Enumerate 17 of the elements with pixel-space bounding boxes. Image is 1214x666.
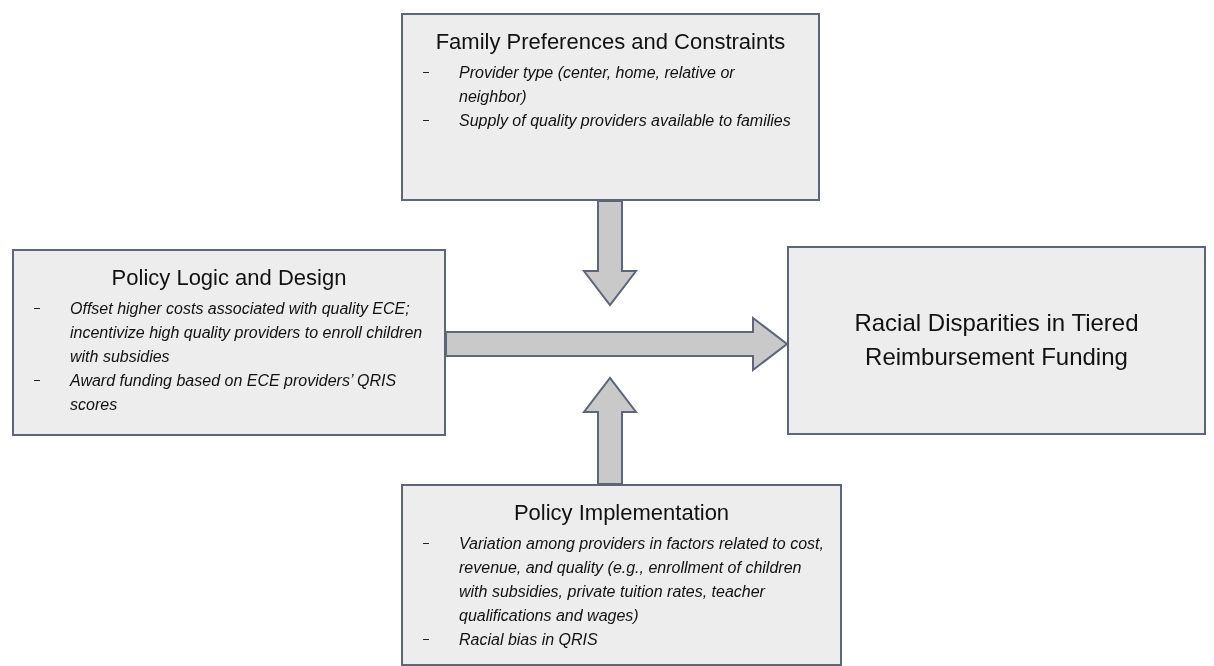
bullet-text: Racial bias in QRIS [459, 631, 598, 649]
block-arrow [581, 376, 639, 485]
text-box [401, 484, 842, 666]
box-title: Policy Logic and Design [110, 265, 348, 292]
text-box [12, 249, 446, 436]
block-arrow [445, 315, 789, 373]
box-title: Racial Disparities in Tiered Reimbursement Funding [853, 307, 1140, 373]
text-box [787, 246, 1206, 435]
block-arrow [581, 200, 639, 307]
box-title: Family Preferences and Constraints [434, 29, 787, 56]
bullet-text: Variation among providers in factors related to cost, revenue, and quality (e.g., enrollment of children with subsidies, private tuition rates, teacher qualifications and wages) [459, 535, 824, 625]
bullet-text: Award funding based on ECE providers’ QRIS scores [70, 372, 397, 414]
box-title: Policy Implementation [512, 500, 731, 527]
bullet-text: Provider type (center, home, relative or neighbor) [459, 64, 735, 106]
bullet-text: Supply of quality providers available to families [459, 112, 791, 130]
bullet-text: Offset higher costs associated with quality ECE; incentivize high quality providers to enroll children with subsidies [70, 300, 423, 366]
text-box [401, 13, 820, 201]
